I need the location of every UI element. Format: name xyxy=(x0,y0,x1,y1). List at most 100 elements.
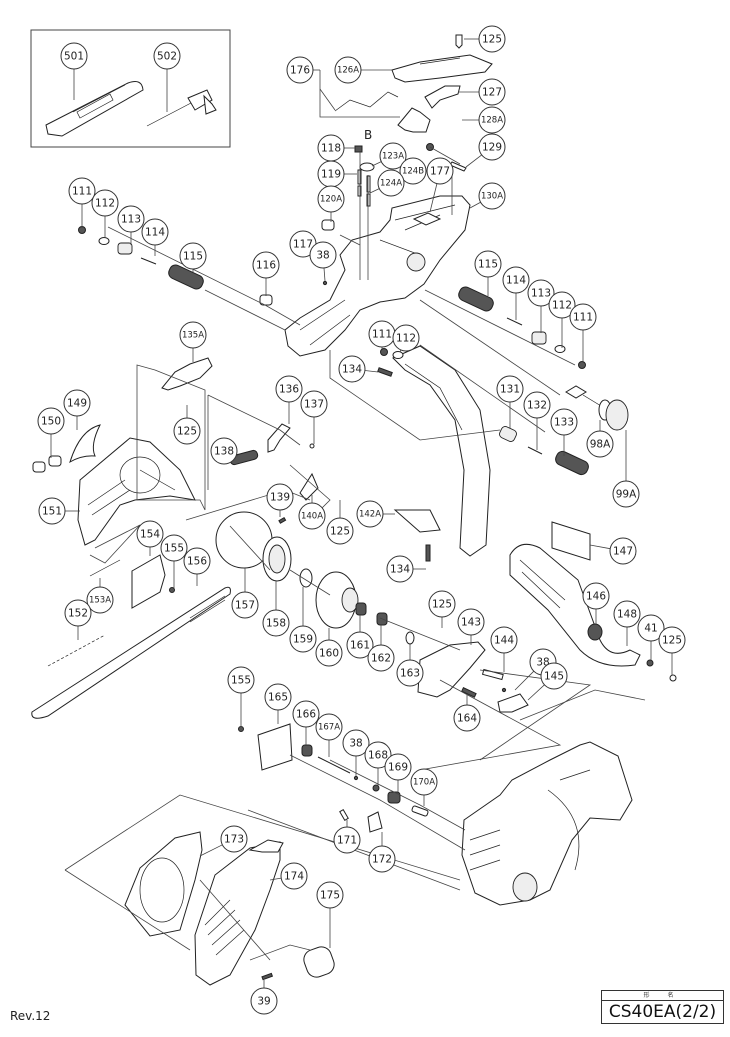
callout-168: 168 xyxy=(364,741,392,786)
callout-125: 125 xyxy=(428,590,456,628)
callout-circle xyxy=(609,537,637,565)
part-decal-149 xyxy=(69,424,101,464)
part-clip-38b xyxy=(501,687,507,693)
callout-circle xyxy=(315,639,343,667)
callout-circle xyxy=(300,390,328,418)
callout-circle xyxy=(173,417,201,445)
callout-circle xyxy=(368,845,396,873)
callout-circle xyxy=(548,291,576,319)
callout-label: 112 xyxy=(396,333,416,345)
callout-142A: 142A xyxy=(356,500,395,528)
callout-140A: 140A xyxy=(298,495,326,530)
callout-120A: 120A xyxy=(317,185,345,222)
callout-leader xyxy=(469,201,481,209)
callout-label: 131 xyxy=(500,384,520,396)
callout-leader xyxy=(323,267,326,282)
callout-circle xyxy=(292,700,320,728)
part-pin-139 xyxy=(278,516,287,524)
callout-171: 171 xyxy=(333,820,361,854)
callout-circle xyxy=(315,713,343,741)
title-block: 形 名 CS40EA(2/2) xyxy=(601,990,724,1024)
callout-circle xyxy=(502,266,530,294)
callout-label: 158 xyxy=(266,618,286,630)
callout-163: 163 xyxy=(396,644,424,687)
callout-circle xyxy=(364,741,392,769)
callout-leader xyxy=(589,544,611,550)
callout-circle xyxy=(160,534,188,562)
callout-label: 143 xyxy=(461,617,481,629)
callout-label: 98A xyxy=(590,439,611,451)
callout-label: 153A xyxy=(89,596,111,606)
callout-158: 158 xyxy=(262,581,290,637)
callout-137: 137 xyxy=(300,390,328,444)
callout-133: 133 xyxy=(550,408,578,456)
callout-leader xyxy=(514,670,535,691)
callout-123A: 123A xyxy=(371,142,407,170)
part-chain-catcher xyxy=(161,357,213,391)
callout-label: 175 xyxy=(320,890,340,902)
callout-139: 139 xyxy=(266,483,294,517)
callout-113: 113 xyxy=(117,205,145,245)
callout-label: 115 xyxy=(183,251,203,263)
callout-circle xyxy=(478,78,506,106)
callout-circle xyxy=(474,250,502,278)
callout-circle xyxy=(309,241,337,269)
part-screw-134b xyxy=(425,544,431,562)
callout-134: 134 xyxy=(338,355,379,383)
callout-label: 164 xyxy=(457,713,477,725)
callout-126A: 126A xyxy=(334,56,392,84)
part-nut-146 xyxy=(587,623,603,641)
model-number: CS40EA(2/2) xyxy=(608,1002,717,1022)
callout-circle xyxy=(37,407,65,435)
callout-156: 156 xyxy=(183,547,211,586)
callout-label: 134 xyxy=(390,564,410,576)
part-av-spring-front xyxy=(78,226,204,290)
callout-129: 129 xyxy=(465,133,506,168)
callout-circle xyxy=(153,42,181,70)
callout-circle xyxy=(179,242,207,270)
callout-circle xyxy=(141,218,169,246)
callout-label: 39 xyxy=(257,996,270,1008)
callout-125: 125 xyxy=(326,500,354,545)
callout-label: 159 xyxy=(293,634,313,646)
callout-label: 176 xyxy=(290,65,310,77)
callout-label: 144 xyxy=(494,635,514,647)
callout-circle xyxy=(586,430,614,458)
callout-label: 146 xyxy=(586,591,606,603)
part-nut-111 xyxy=(380,348,388,356)
callout-label: 115 xyxy=(478,259,498,271)
callout-label: 138 xyxy=(214,446,234,458)
callout-label: 116 xyxy=(256,260,276,272)
callout-circle xyxy=(613,600,641,628)
callout-circle xyxy=(342,729,370,757)
callout-165: 165 xyxy=(264,683,292,724)
callout-circle xyxy=(540,662,568,690)
callout-label: 168 xyxy=(368,750,388,762)
callout-label: 174 xyxy=(284,871,304,883)
callout-118: 118 xyxy=(317,134,355,162)
callout-175: 175 xyxy=(316,881,344,948)
callout-circle xyxy=(428,590,456,618)
callout-circle xyxy=(227,666,255,694)
callout-138: 138 xyxy=(210,437,239,465)
callout-151: 151 xyxy=(38,497,80,525)
revision-label: Rev.12 xyxy=(10,1009,51,1023)
callout-174: 174 xyxy=(269,862,308,890)
part-fuel-cap xyxy=(565,385,629,431)
callout-125: 125 xyxy=(173,405,201,445)
callout-label: 125 xyxy=(662,635,682,647)
part-av-spring-lower xyxy=(499,426,589,476)
callout-circle xyxy=(612,480,640,508)
callout-124B: 124B xyxy=(399,157,427,185)
callout-150: 150 xyxy=(37,407,65,458)
callout-39: 39 xyxy=(250,980,278,1015)
part-bracket-143 xyxy=(417,641,486,698)
part-sprocket-cover xyxy=(77,437,196,546)
callout-circle xyxy=(396,659,424,687)
callout-label: 117 xyxy=(293,239,313,251)
callout-circle xyxy=(289,625,317,653)
callout-label: 169 xyxy=(388,762,408,774)
callout-label: 129 xyxy=(482,142,502,154)
part-fan-cover-173 xyxy=(124,831,203,937)
callout-label: 142A xyxy=(359,510,381,520)
